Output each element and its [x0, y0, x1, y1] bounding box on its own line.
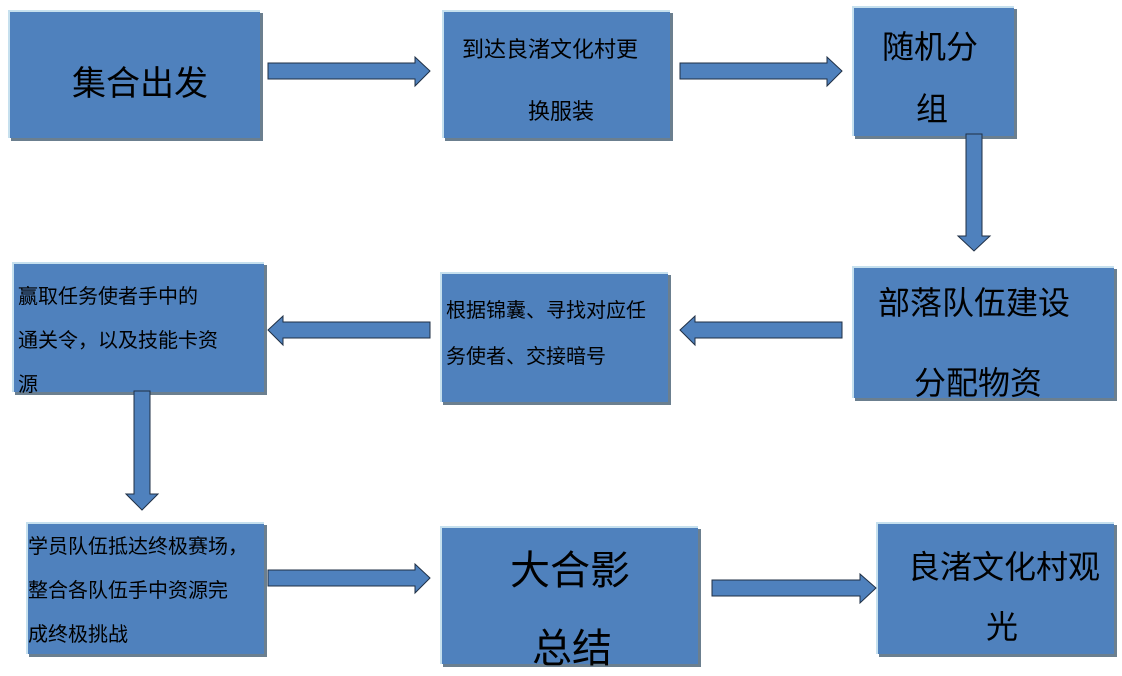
arrow-down-icon: [956, 133, 992, 252]
step-label: 大合影: [510, 548, 630, 594]
step-label: 良渚文化村观: [908, 548, 1101, 586]
step-label: 光: [986, 608, 1019, 646]
step-label: 务使者、交接暗号: [446, 344, 606, 368]
step-label: 学员队伍抵达终极赛场，: [28, 534, 248, 558]
step-label: 随机分: [882, 28, 979, 66]
step-label: 集合出发: [72, 64, 208, 104]
arrow-right-icon: [679, 55, 843, 88]
step-label: 赢取任务使者手中的: [18, 284, 198, 308]
arrow-right-icon: [267, 562, 431, 595]
step-gather-depart: 集合出发: [8, 10, 260, 138]
step-label: 到达良渚文化村更: [462, 38, 639, 63]
step-win-pass: 赢取任务使者手中的 通关令，以及技能卡资 源: [12, 262, 264, 396]
step-label: 组: [916, 90, 949, 128]
step-label: 整合各队伍手中资源完: [28, 578, 228, 602]
step-village-sightseeing: 良渚文化村观 光: [876, 522, 1114, 654]
step-final-challenge: 学员队伍抵达终极赛场， 整合各队伍手中资源完 成终极挑战: [26, 522, 264, 654]
step-label: 通关令，以及技能卡资: [18, 328, 218, 352]
arrow-left-icon: [679, 314, 843, 347]
step-label: 分配物资: [914, 364, 1043, 402]
step-label: 换服装: [528, 100, 595, 125]
step-label: 部落队伍建设: [878, 284, 1071, 322]
step-label: 成终极挑战: [28, 622, 128, 646]
step-label: 根据锦囊、寻找对应任: [446, 298, 646, 322]
step-find-messenger: 根据锦囊、寻找对应任 务使者、交接暗号: [440, 272, 668, 402]
arrow-right-icon: [267, 55, 431, 88]
step-group-photo-summary: 大合影 总结: [440, 526, 698, 672]
arrow-down-icon: [124, 390, 160, 511]
arrow-left-icon: [267, 314, 431, 347]
step-team-building: 部落队伍建设 分配物资: [852, 266, 1114, 402]
step-label: 源: [18, 372, 38, 396]
step-random-grouping: 随机分 组: [852, 6, 1014, 136]
step-arrive-change-clothes: 到达良渚文化村更 换服装: [442, 10, 670, 138]
step-label: 总结: [532, 626, 612, 672]
arrow-right-icon: [711, 572, 877, 605]
